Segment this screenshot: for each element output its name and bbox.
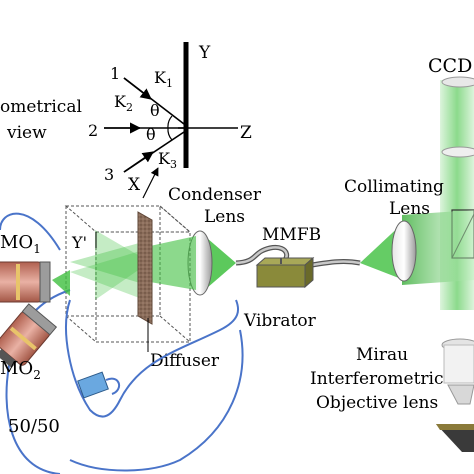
ray-3-arrow [123,151,154,173]
vibrator-side [304,256,314,289]
mo1-beam [52,270,70,296]
y-prime-label: Y' [71,233,87,252]
diffuser-box-edge-3 [159,205,191,233]
fiber-loop-inner [0,212,239,418]
diffuser-assembly: Y' Diffuser [64,205,220,371]
mirau-body [443,344,474,384]
axis-x-label: X [128,175,141,195]
collimating-lens [391,220,417,282]
diffuser-plate [137,211,153,325]
theta-top-label: θ [150,101,160,120]
mo1-label: MO1 [0,232,41,256]
geometric-view-title-line1: ometrical [0,97,82,117]
sample-stage-top [436,424,474,430]
ray-1-arrow [123,77,152,100]
theta-arc-top [167,115,173,129]
condenser-label-line1: Condenser [168,185,262,205]
axis-y-label: Y [198,43,211,63]
vibrator-block [256,264,306,288]
collimated-beam [402,210,474,285]
ccd-ring-top [441,76,474,88]
mirau-cone [447,384,474,405]
mirau-label-line1: Mirau [356,345,408,365]
k2-label: K2 [114,92,133,114]
theta-bottom-label: θ [146,125,156,144]
diffuser-label: Diffuser [150,351,220,371]
ccd-ring-mid [441,146,474,158]
ray-3-label: 3 [104,165,114,184]
k1-label: K1 [154,68,173,90]
theta-arc-bottom [167,127,173,141]
mmfb-label: MMFB [262,225,321,245]
collimating-label-line2: Lens [389,199,430,219]
vibrator-label: Vibrator [243,311,317,331]
collimating-label-line1: Collimating [344,177,444,197]
mirau-label-line3: Objective lens [316,393,438,413]
diffuser-box-edge-1 [65,315,97,343]
diffuser-box-edge-2 [159,315,191,343]
geometric-view-title-line2: view [6,123,47,143]
ray-2-label: 2 [88,121,98,140]
ray-1-label: 1 [110,64,120,83]
splitter-label: 50/50 [8,416,60,437]
mo2-label: MO2 [0,358,41,382]
beam-fan-3 [95,230,150,300]
splitter-50-50 [77,371,121,399]
vibrator-top [255,257,315,266]
k3-label: K3 [158,149,177,171]
ccd-label: CCD [428,55,472,77]
geometric-view: Y Z X 1 2 3 K1 K2 K3 θ θ ometrical view [0,42,252,199]
mirau-label-line2: Interferometric [310,369,444,389]
diffuser-box-back [64,205,192,233]
diffuser-box-front [65,205,161,317]
condenser-label-line2: Lens [204,207,245,227]
axis-z-label: Z [240,123,252,143]
x-axis-arrow [142,167,159,199]
left-objectives: MO1 MO2 50/50 [0,212,244,474]
beam-fan-1 [70,240,150,286]
beam-fan-2 [70,248,150,302]
sample-stage [436,424,474,452]
beam-path [187,210,474,296]
objective-mo1 [0,261,51,303]
beam-to-condenser [150,236,196,290]
objective-mo2 [0,303,58,368]
